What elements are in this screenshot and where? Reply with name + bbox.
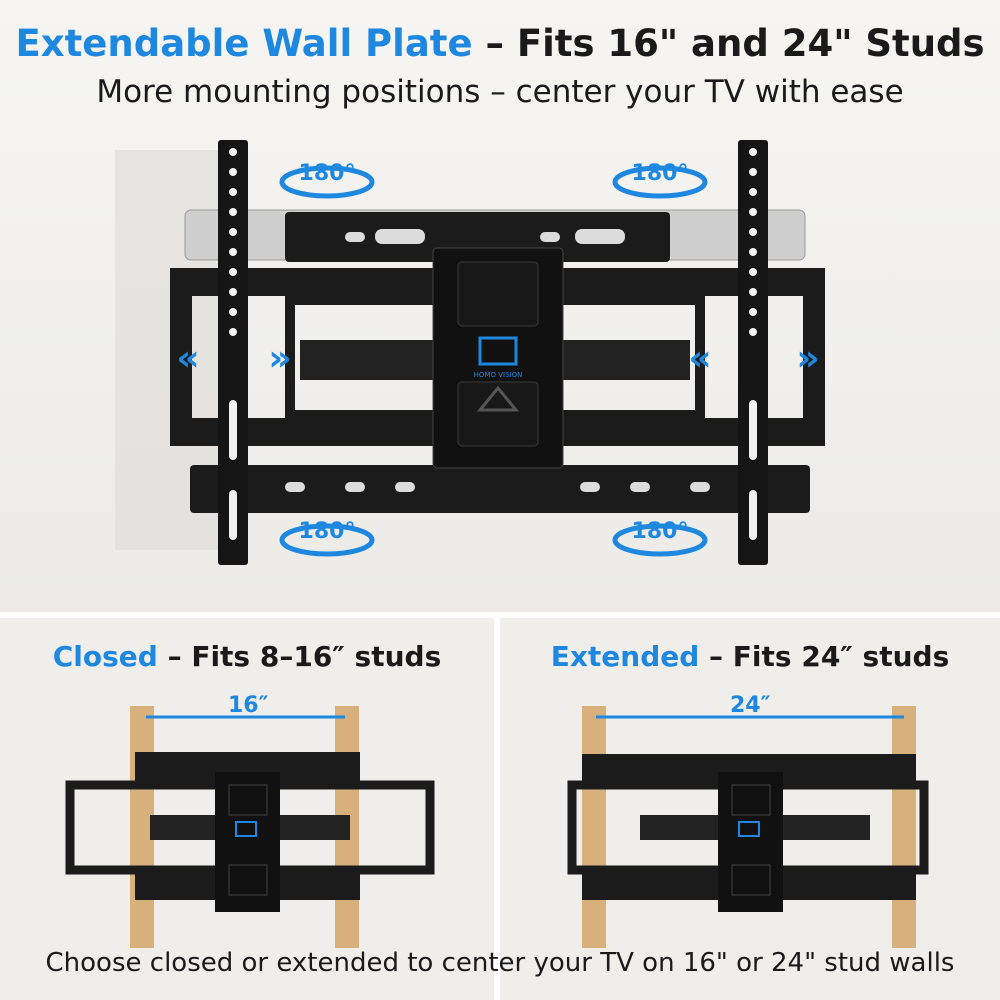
bracket-lower-plate [457,381,539,447]
extended-rest: – Fits 24″ studs [699,640,950,673]
extended-highlight: Extended [550,640,700,673]
extend-right-arrow-icon: » [796,338,819,379]
arm-right-side [803,268,825,446]
rotation-badge: 180° [279,161,375,199]
title-rest: – Fits 16" and 24" Studs [472,22,985,65]
brand-logo-icon [478,336,518,366]
svg-text:180°: 180° [299,161,356,186]
extended-panel-title: Extended – Fits 24″ studs [500,640,1000,673]
rotate-icon [279,523,375,557]
rotation-badge: 180° [612,161,708,199]
bottom-panels-background [0,618,1000,1000]
plate-slots [285,229,710,492]
svg-text:180°: 180° [632,161,689,186]
title-highlight: Extendable Wall Plate [15,22,473,65]
brand-label: HOMO VISION [474,371,523,379]
extend-right-arrow-icon: » [268,338,291,379]
rotate-icon [612,165,708,199]
tv-rail-right [738,140,768,565]
arm-left-side [170,268,192,446]
rotate-icon [279,165,375,199]
rail-holes [229,148,757,540]
bracket-triangle [476,385,520,412]
wall-plate-bottom [190,465,810,513]
wall-mount-illustration: HOMO VISION « » « » 180° 180° 180° 180° [115,140,825,565]
page-subtitle: More mounting positions – center your TV… [96,74,904,110]
rotate-icon [612,523,708,557]
closed-panel-title: Closed – Fits 8–16″ studs [0,640,494,673]
svg-text:180°: 180° [299,519,356,544]
bracket-upper-plate [457,261,539,327]
panel-divider [494,618,500,1000]
extend-left-arrow-icon: « [176,338,199,379]
extend-left-arrow-icon: « [688,338,711,379]
rotation-badge: 180° [612,519,708,557]
closed-highlight: Closed [52,640,158,673]
extended-dimension-label: 24″ [730,693,771,718]
wall-plate-top [285,212,670,262]
section-divider [0,612,1000,618]
rotation-badge: 180° [279,519,375,557]
page-title: Extendable Wall Plate – Fits 16" and 24"… [0,22,1000,65]
closed-rest: – Fits 8–16″ studs [157,640,442,673]
closed-dimension-label: 16″ [228,693,269,718]
tv-rail-left [218,140,248,565]
svg-text:180°: 180° [632,519,689,544]
footer-caption: Choose closed or extended to center your… [45,948,955,978]
